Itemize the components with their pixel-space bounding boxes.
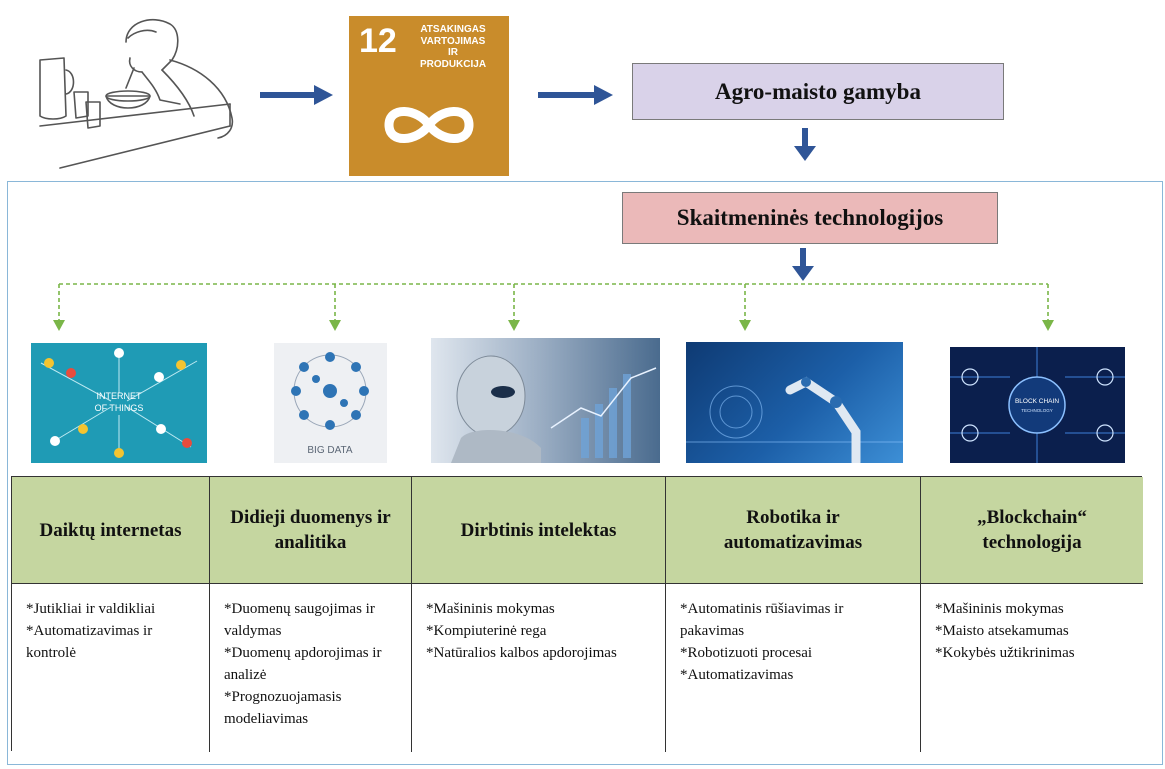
category-header: „Blockchain“ technologija xyxy=(921,477,1143,584)
blockchain-caption-1: BLOCK CHAIN xyxy=(1015,398,1059,405)
sdg-12-tile: 12 ATSAKINGAS VARTOJIMAS IR PRODUKCIJA xyxy=(349,16,509,176)
list-item: *Robotizuoti procesai xyxy=(680,645,813,661)
sdg-title: ATSAKINGAS VARTOJIMAS IR PRODUKCIJA xyxy=(401,24,505,70)
arrow-down-2 xyxy=(792,248,814,281)
agro-food-production-box: Agro-maisto gamyba xyxy=(632,63,1004,120)
list-item: *Automatizavimas ir kontrolė xyxy=(26,623,153,661)
list-item: *Mašininis mokymas xyxy=(935,601,1064,617)
technologies-table: Daiktų internetas Didieji duomenys ir an… xyxy=(11,476,1143,752)
robotic-arm-image xyxy=(686,342,903,463)
category-header: Dirbtinis intelektas xyxy=(412,477,666,584)
digital-tech-frame xyxy=(7,181,1163,765)
category-items: *Jutikliai ir valdikliai *Automatizavima… xyxy=(12,584,210,752)
big-data-image: BIG DATA xyxy=(274,343,387,463)
list-item: *Duomenų saugojimas ir valdymas xyxy=(224,601,375,639)
blockchain-caption-2: TECHNOLOGY xyxy=(1021,408,1053,413)
category-header: Didieji duomenys ir analitika xyxy=(210,477,412,584)
ai-robot-image xyxy=(431,338,660,463)
iot-image: INTERNET OF THINGS xyxy=(31,343,207,463)
sdg-number: 12 xyxy=(359,22,397,60)
list-item: *Natūralios kalbos apdorojimas xyxy=(426,645,617,661)
list-item: *Kompiuterinė rega xyxy=(426,623,547,639)
list-item: *Automatinis rūšiavimas ir pakavimas xyxy=(680,601,844,639)
arrow-right-1 xyxy=(260,85,333,105)
list-item: *Mašininis mokymas xyxy=(426,601,555,617)
iot-caption-1: INTERNET xyxy=(97,391,143,401)
category-items: *Automatinis rūšiavimas ir pakavimas *Ro… xyxy=(666,584,921,752)
arrow-down-1 xyxy=(794,128,816,161)
arrow-right-2 xyxy=(538,85,613,105)
blockchain-image: BLOCK CHAIN TECHNOLOGY xyxy=(950,347,1125,463)
digital-technologies-box: Skaitmeninės technologijos xyxy=(622,192,998,244)
iot-caption-2: OF THINGS xyxy=(95,403,144,413)
list-item: *Kokybės užtikrinimas xyxy=(935,645,1075,661)
person-eating-illustration xyxy=(39,18,234,169)
category-items: *Mašininis mokymas *Kompiuterinė rega *N… xyxy=(412,584,666,752)
category-header: Robotika ir automatizavimas xyxy=(666,477,921,584)
infinity-icon xyxy=(384,107,474,143)
dashed-connector xyxy=(53,283,1054,331)
sdg-line: VARTOJIMAS xyxy=(420,35,486,47)
list-item: *Duomenų apdorojimas ir analizė xyxy=(224,645,382,683)
category-items: *Duomenų saugojimas ir valdymas *Duomenų… xyxy=(210,584,412,752)
sdg-line: PRODUKCIJA xyxy=(419,58,487,70)
sdg-line: ATSAKINGAS xyxy=(420,24,486,35)
list-item: *Prognozuojamasis modeliavimas xyxy=(224,689,342,727)
list-item: *Automatizavimas xyxy=(680,667,794,683)
list-item: *Maisto atsekamumas xyxy=(935,623,1069,639)
big-data-caption: BIG DATA xyxy=(307,445,353,456)
category-header: Daiktų internetas xyxy=(12,477,210,584)
list-item: *Jutikliai ir valdikliai xyxy=(26,601,156,617)
category-items: *Mašininis mokymas *Maisto atsekamumas *… xyxy=(921,584,1143,752)
sdg-line: IR xyxy=(448,47,458,58)
